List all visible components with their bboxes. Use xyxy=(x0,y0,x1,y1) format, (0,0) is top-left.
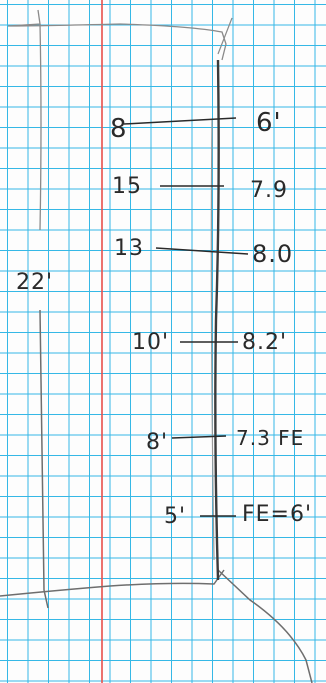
overall-length-label: 22' xyxy=(16,270,54,295)
wall-shadow-line xyxy=(210,119,215,561)
outline-left-upper xyxy=(39,23,42,231)
outline-corner xyxy=(217,17,233,55)
outline-left-lower xyxy=(39,309,49,609)
measurement-left-label: 10' xyxy=(132,330,170,355)
measurement-right-label: 6' xyxy=(256,108,282,138)
measurement-left-label: 15 xyxy=(112,174,142,199)
measurement-left-label: 8' xyxy=(146,430,169,455)
measurement-right-label: FE=6' xyxy=(242,502,313,527)
measure-line-5 xyxy=(171,435,227,439)
measure-line-1 xyxy=(123,117,237,125)
measure-line-3 xyxy=(155,247,249,255)
measurement-left-label: 13 xyxy=(114,236,144,261)
wall-line xyxy=(214,59,220,581)
outline-bottom xyxy=(0,569,225,597)
measurement-right-label: 8.0 xyxy=(252,240,294,268)
measurement-right-label: 7.3 FE xyxy=(236,426,305,450)
measurement-right-label: 7.9 xyxy=(250,178,288,203)
measurement-right-label: 8.2' xyxy=(242,330,288,355)
measurement-left-label: 5' xyxy=(164,504,187,529)
measurement-left-label: 8 xyxy=(110,114,128,144)
outline-bottom-right xyxy=(217,569,313,683)
